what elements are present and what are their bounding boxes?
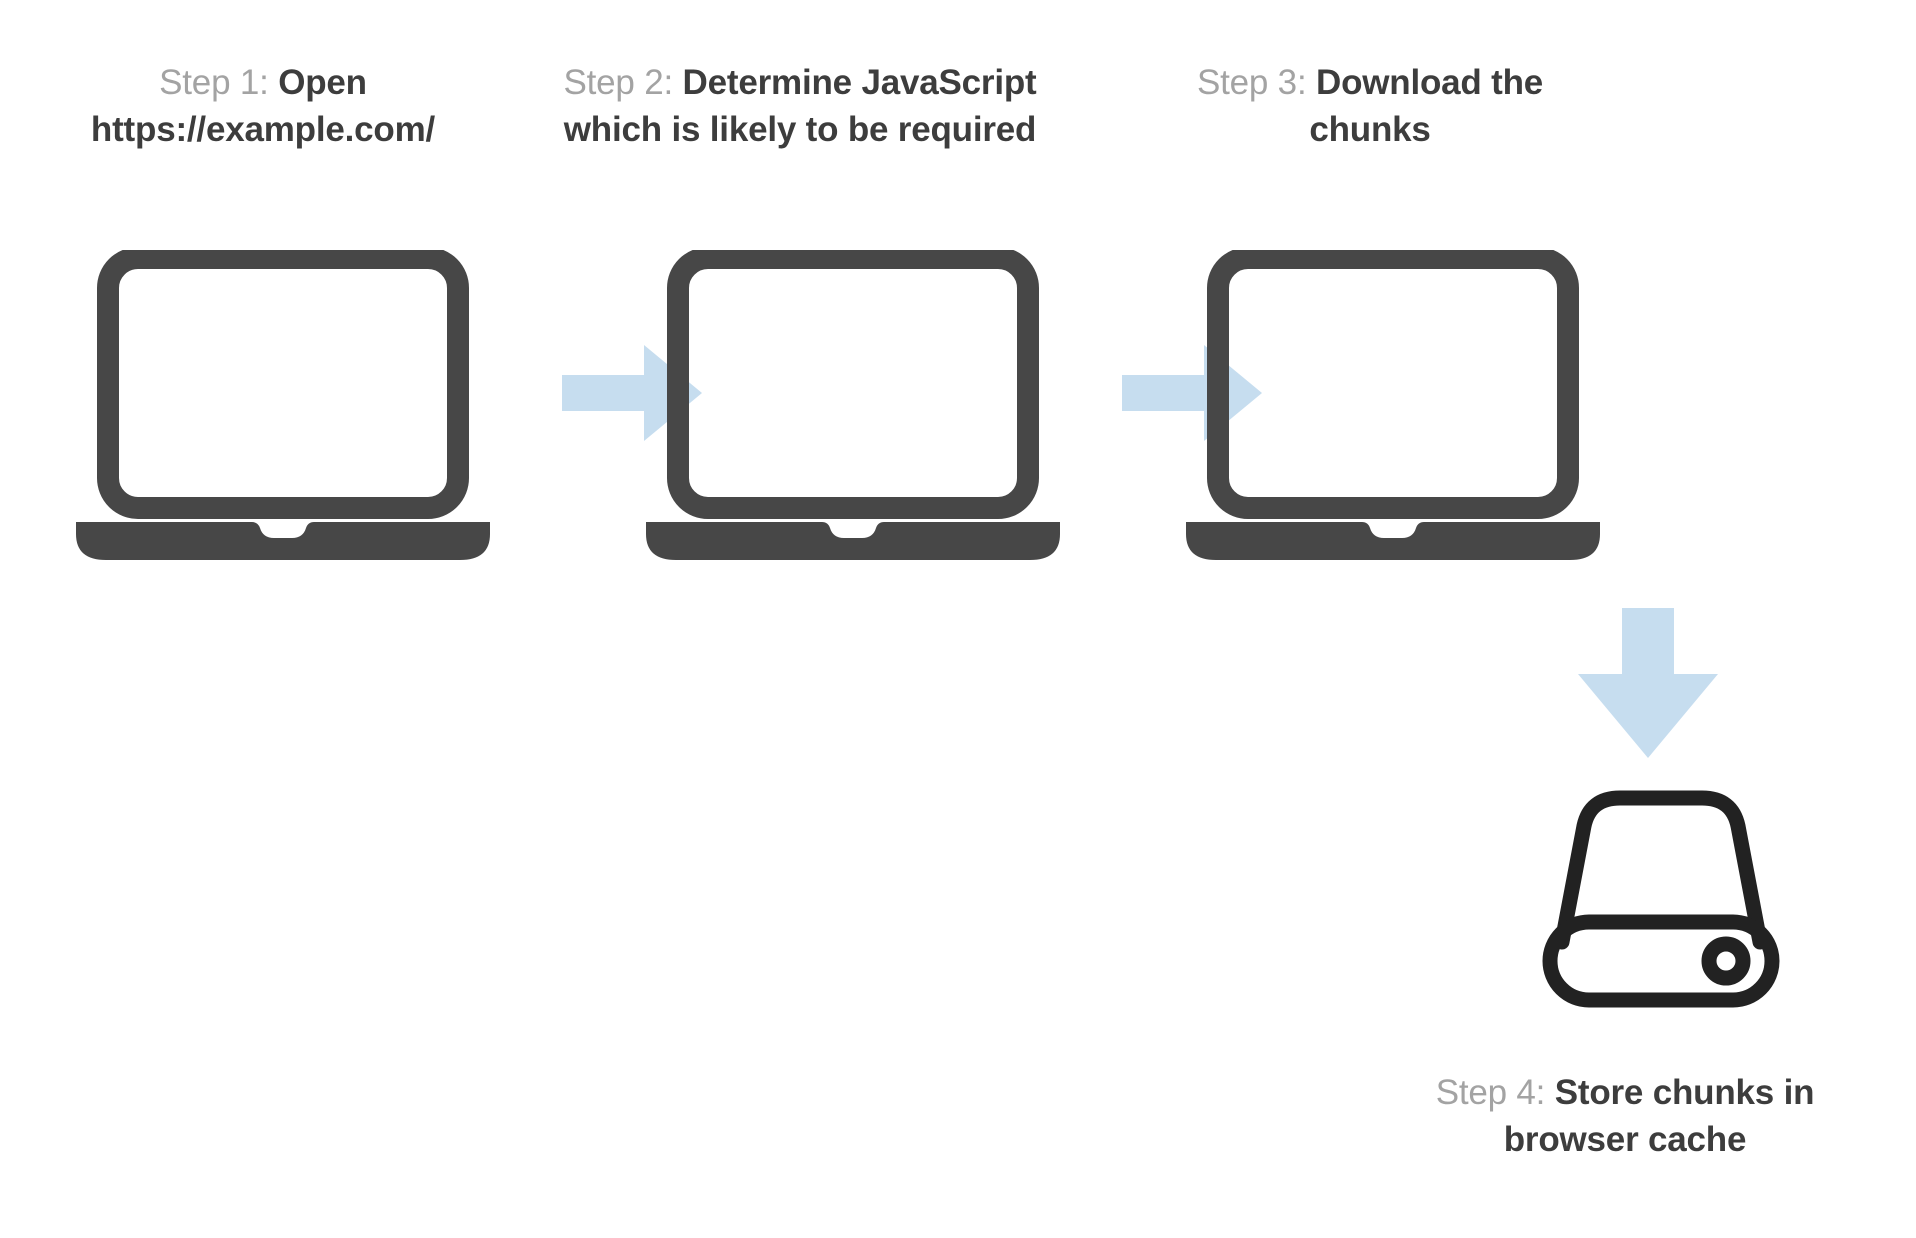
step-4-label: Step 4: <box>1435 1073 1555 1112</box>
step-1-caption: Step 1: Open https://example.com/ <box>28 60 498 154</box>
step-4-caption: Step 4: Store chunks in browser cache <box>1400 1070 1850 1164</box>
laptop-icon <box>1180 250 1612 570</box>
hard-drive-icon <box>1536 782 1786 1012</box>
step-3-text: Download the chunks <box>1309 63 1544 149</box>
step-2-caption: Step 2: Determine JavaScript which is li… <box>540 60 1060 154</box>
step-1-label: Step 1: <box>159 63 279 102</box>
step-1-text: Open https://example.com/ <box>90 63 436 149</box>
laptop-icon <box>70 250 502 570</box>
step-3-caption: Step 3: Download the chunks <box>1150 60 1590 154</box>
step-2-text: Determine JavaScript which is likely to … <box>563 63 1037 149</box>
step-4-text: Store chunks in browser cache <box>1503 1073 1815 1159</box>
flow-arrow-down-icon <box>1578 608 1718 758</box>
step-2-label: Step 2: <box>563 63 683 102</box>
step-3-label: Step 3: <box>1196 63 1316 102</box>
laptop-icon <box>640 250 1072 570</box>
